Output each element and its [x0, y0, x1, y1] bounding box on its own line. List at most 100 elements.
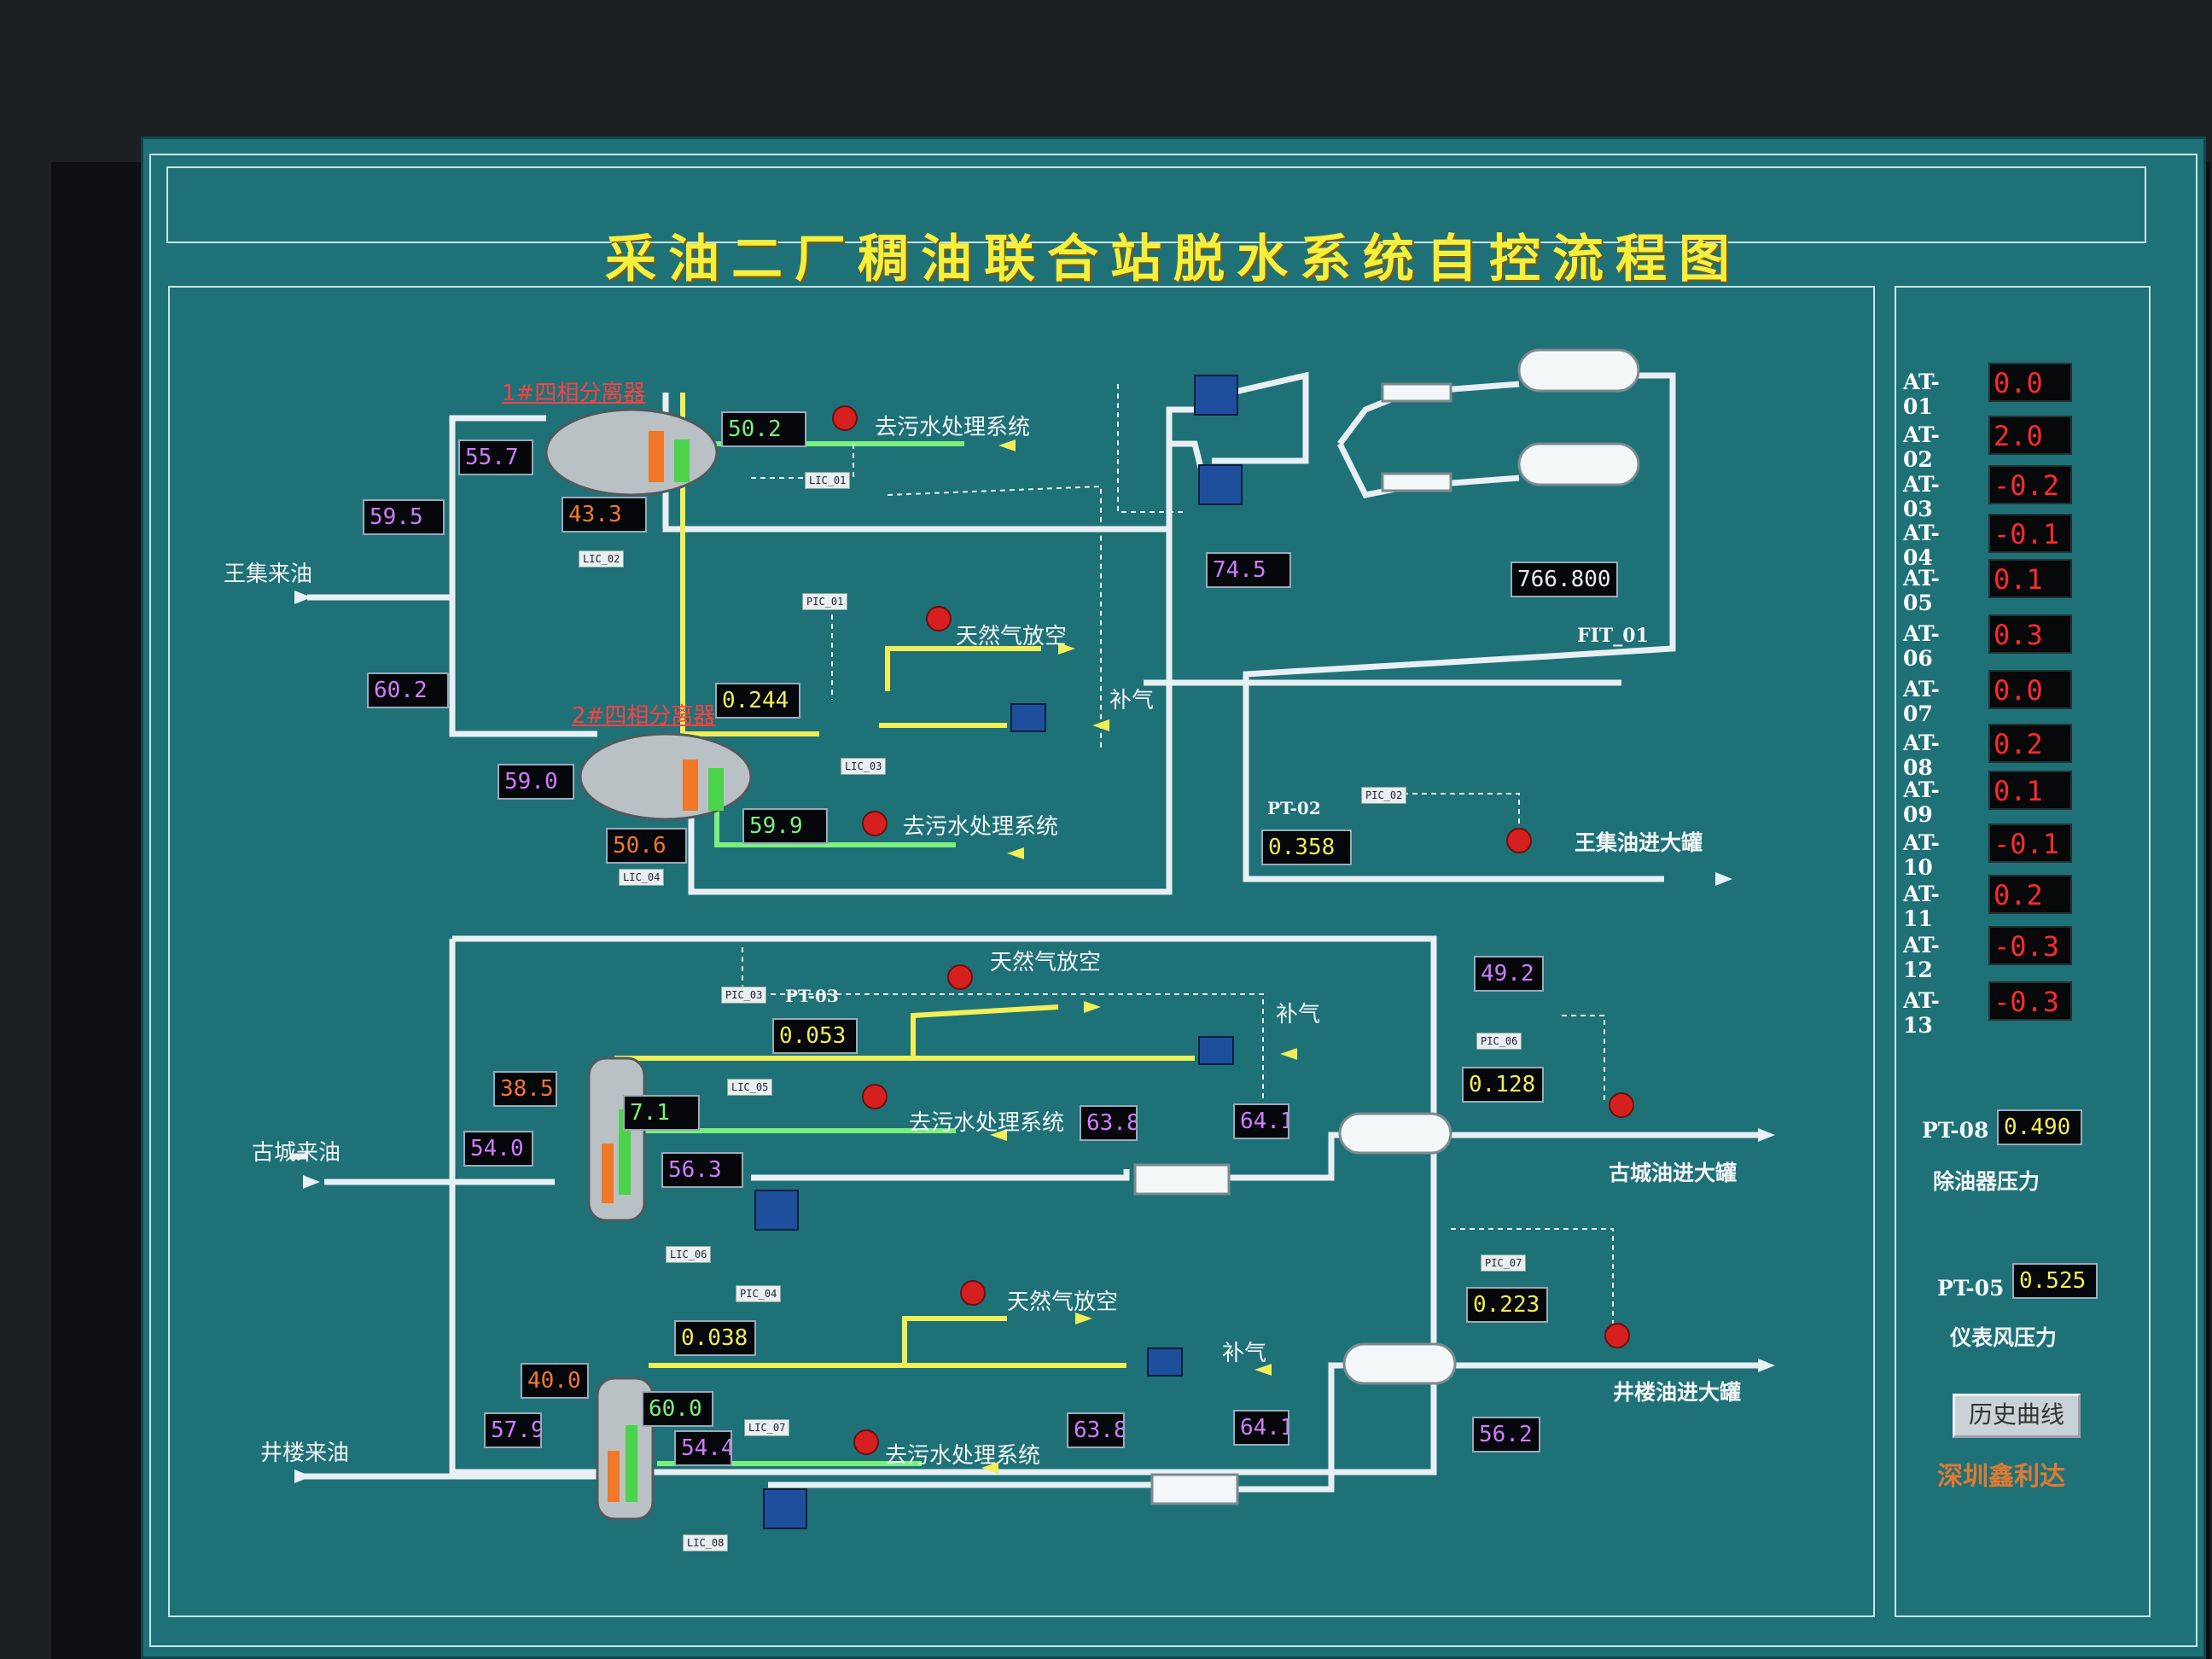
- value-50-2: 50.2: [721, 411, 806, 447]
- lic08-tag[interactable]: LIC_08: [683, 1534, 729, 1551]
- to-sewage-label-4: 去污水处理系统: [885, 1443, 1041, 1469]
- fit01-label: FIT_01: [1577, 625, 1649, 647]
- pic03-tag[interactable]: PIC_03: [721, 987, 767, 1004]
- analyzer-value: -0.3: [1988, 926, 2072, 965]
- analyzer-label: AT-10: [1903, 830, 1940, 880]
- pt02-label: PT-02: [1267, 798, 1321, 818]
- pic06-tag[interactable]: PIC_06: [1476, 1033, 1522, 1050]
- value-63-8-a: 63.8: [1080, 1105, 1138, 1141]
- lic02-tag[interactable]: LIC_02: [579, 550, 625, 568]
- value-57-9: 57.9: [484, 1412, 542, 1448]
- analyzer-value: 0.3: [1988, 614, 2072, 654]
- analyzer-value: 0.2: [1988, 724, 2072, 763]
- to-sewage-label-3: 去污水处理系统: [909, 1110, 1065, 1136]
- arrows: [981, 439, 1297, 1474]
- brand-label: 深圳鑫利达: [1937, 1462, 2065, 1492]
- lic07-tag[interactable]: LIC_07: [744, 1419, 790, 1436]
- pt03-label: PT-03: [785, 986, 839, 1006]
- separator-2-vessel: [579, 732, 753, 821]
- pt05-desc: 仪表风压力: [1950, 1325, 2058, 1350]
- value-59-0: 59.0: [498, 764, 574, 800]
- value-54-4: 54.4: [674, 1430, 732, 1466]
- analyzer-label: AT-06: [1903, 621, 1940, 671]
- pt08-desc: 除油器压力: [1933, 1169, 2040, 1194]
- value-49-2: 49.2: [1474, 956, 1544, 992]
- pt05-label: PT-05: [1937, 1276, 2005, 1301]
- value-56-3: 56.3: [661, 1152, 743, 1188]
- value-60-2: 60.2: [367, 672, 449, 708]
- value-0-128: 0.128: [1462, 1067, 1544, 1103]
- value-54-0: 54.0: [463, 1131, 533, 1167]
- outlet-arrows: [294, 591, 1775, 1483]
- analyzer-frame: [1895, 286, 2151, 1617]
- analyzer-label: AT-03: [1903, 472, 1940, 521]
- guye-tank-label: 古城油进大罐: [1609, 1161, 1738, 1185]
- pic01-tag[interactable]: PIC_01: [802, 593, 848, 610]
- title-frame: [166, 166, 2146, 243]
- pic07-tag[interactable]: PIC_07: [1481, 1254, 1527, 1272]
- analyzer-value: -0.1: [1988, 514, 2072, 553]
- value-59-5: 59.5: [363, 499, 445, 535]
- process-frame: [168, 286, 1875, 1617]
- pic04-tag[interactable]: PIC_04: [736, 1285, 782, 1302]
- gas-make-label-3: 补气: [1222, 1341, 1267, 1366]
- pic02-tag[interactable]: PIC_02: [1361, 787, 1407, 804]
- analyzer-label: AT-13: [1903, 988, 1940, 1038]
- value-0-244: 0.244: [715, 683, 800, 719]
- analyzer-label: AT-05: [1903, 566, 1940, 615]
- value-0-053: 0.053: [772, 1018, 858, 1054]
- analyzer-value: 0.1: [1988, 771, 2072, 810]
- to-sewage-label-1: 去污水处理系统: [875, 415, 1031, 440]
- gas-vent-label-3: 天然气放空: [1007, 1289, 1119, 1315]
- outer-frame: [149, 154, 2197, 1647]
- separator-1-vessel: [544, 408, 719, 497]
- value-55-7: 55.7: [458, 439, 533, 475]
- value-64-1-a: 64.1: [1233, 1103, 1289, 1139]
- hmi-screen: 采油二厂稠油联合站脱水系统自控流程图: [141, 137, 2206, 1659]
- to-sewage-label-2: 去污水处理系统: [903, 814, 1059, 840]
- lic05-tag[interactable]: LIC_05: [727, 1079, 773, 1096]
- analyzer-label: AT-01: [1903, 370, 1940, 419]
- pumps: [754, 375, 1243, 1529]
- gas-vent-label-2: 天然气放空: [990, 950, 1102, 975]
- history-curve-button[interactable]: 历史曲线: [1953, 1394, 2081, 1438]
- separator-2-label: 2#四相分离器: [572, 703, 716, 729]
- value-7-1: 7.1: [623, 1095, 700, 1131]
- analyzer-label: AT-11: [1903, 882, 1940, 931]
- jinglou-inlet-label: 井楼来油: [260, 1441, 350, 1466]
- value-766-800: 766.800: [1511, 562, 1618, 597]
- analyzer-value: -0.1: [1988, 824, 2072, 863]
- pt05-value: 0.525: [2012, 1263, 2098, 1299]
- value-0-038: 0.038: [674, 1320, 756, 1356]
- gas-make-label-2: 补气: [1276, 1002, 1321, 1027]
- lic06-tag[interactable]: LIC_06: [666, 1246, 712, 1263]
- value-0-223: 0.223: [1466, 1287, 1548, 1323]
- analyzer-value: 0.0: [1988, 363, 2072, 402]
- analyzer-value: 2.0: [1988, 416, 2072, 455]
- gas-vent-label-1: 天然气放空: [956, 624, 1068, 649]
- analyzer-value: -0.3: [1988, 981, 2072, 1021]
- signal-lines: [742, 384, 1614, 1331]
- gas-make-label-1: 补气: [1109, 688, 1155, 713]
- value-63-8-b: 63.8: [1067, 1412, 1125, 1448]
- analyzer-label: AT-04: [1903, 521, 1940, 570]
- lic04-tag[interactable]: LIC_04: [619, 869, 665, 886]
- lic03-tag[interactable]: LIC_03: [841, 758, 887, 775]
- water-pipes: [606, 441, 964, 1466]
- tanks-heaters: [1133, 348, 1640, 1505]
- value-59-9: 59.9: [742, 808, 828, 844]
- pt08-value: 0.490: [1997, 1109, 2082, 1145]
- page-title: 采油二厂稠油联合站脱水系统自控流程图: [605, 230, 1742, 289]
- jinglou-tank-label: 井楼油进大罐: [1613, 1380, 1742, 1405]
- value-50-6: 50.6: [606, 828, 687, 864]
- lic01-tag[interactable]: LIC_01: [805, 472, 851, 489]
- value-64-1-b: 64.1: [1233, 1410, 1289, 1446]
- guye-inlet-label: 古城来油: [252, 1140, 341, 1166]
- analyzer-label: AT-12: [1903, 933, 1940, 982]
- analyzer-label: AT-02: [1903, 422, 1940, 472]
- value-43-3: 43.3: [562, 497, 647, 533]
- analyzer-value: 0.0: [1988, 670, 2072, 709]
- value-56-2: 56.2: [1472, 1417, 1540, 1452]
- separator-1-label: 1#四相分离器: [502, 381, 646, 406]
